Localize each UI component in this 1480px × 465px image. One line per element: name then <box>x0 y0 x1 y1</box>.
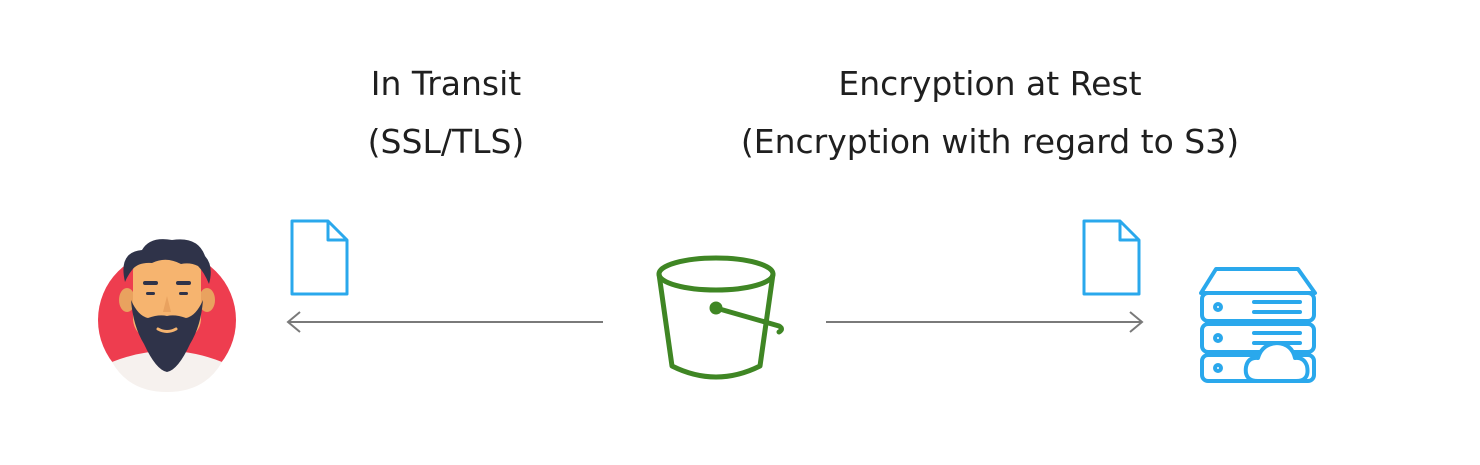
user-avatar-icon <box>98 239 236 392</box>
at-rest-label: Encryption at Rest (Encryption with rega… <box>700 55 1280 171</box>
in-transit-label: In Transit (SSL/TLS) <box>296 55 596 171</box>
s3-bucket-icon <box>656 255 784 380</box>
transit-arrow <box>286 311 603 333</box>
in-transit-subtitle: (SSL/TLS) <box>367 122 525 161</box>
rest-arrow <box>826 311 1144 333</box>
file-left-icon <box>290 219 349 296</box>
in-transit-title: In Transit <box>370 64 522 103</box>
at-rest-subtitle: (Encryption with regard to S3) <box>740 122 1240 161</box>
file-right-icon <box>1082 219 1141 296</box>
at-rest-title: Encryption at Rest <box>838 64 1142 103</box>
cloud-server-icon <box>1199 267 1317 383</box>
